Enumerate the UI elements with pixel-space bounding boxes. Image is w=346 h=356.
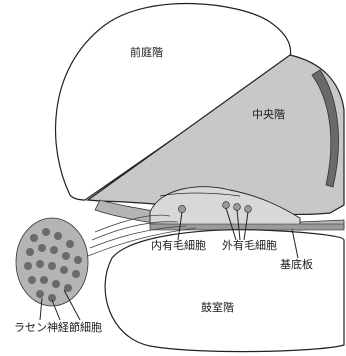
label-scala-vestibuli: 前庭階 [130, 47, 163, 59]
inner-hair-cell-mark [178, 205, 185, 212]
label-scala-tympani: 鼓室階 [201, 302, 234, 314]
label-scala-media: 中央階 [252, 109, 285, 121]
label-outer-hair-cell: 外有毛細胞 [222, 240, 277, 252]
outer-hair-cell-mark [234, 204, 241, 211]
outer-hair-cell-mark [245, 206, 252, 213]
label-inner-hair-cell: 内有毛細胞 [151, 240, 206, 252]
label-spiral-ganglion: ラセン神経節細胞 [14, 322, 102, 334]
label-basilar-membrane: 基底板 [280, 259, 313, 271]
outer-hair-cell-mark [223, 202, 230, 209]
